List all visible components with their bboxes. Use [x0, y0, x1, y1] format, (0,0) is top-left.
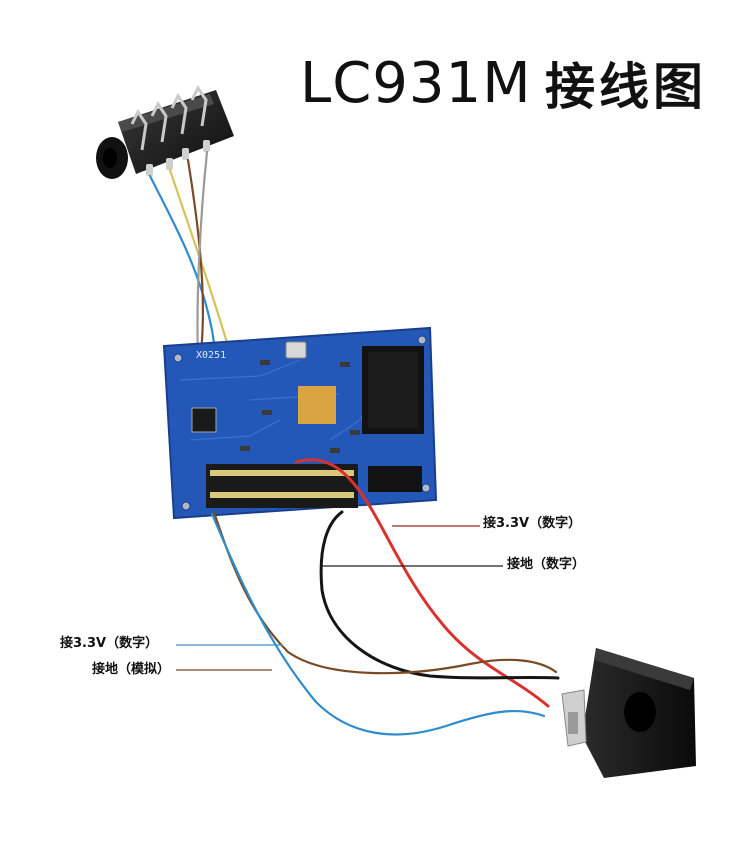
pin-header	[206, 464, 358, 508]
pcb-trace-2	[189, 419, 281, 441]
smd-components	[240, 360, 360, 453]
jack-tab-4	[203, 140, 210, 152]
smd-5	[330, 448, 340, 453]
mount-hole-bottom-left	[181, 501, 191, 511]
callout-leaders	[176, 525, 503, 671]
pcb-trace-1	[179, 359, 301, 381]
dc-power-jack	[561, 648, 696, 778]
mount-hole-top-left	[173, 353, 183, 363]
pin-row-bottom	[210, 492, 354, 498]
wire-black	[319, 510, 560, 680]
pin-header-pins	[210, 470, 354, 498]
jack-top-face	[118, 94, 214, 132]
smd-4	[240, 446, 250, 451]
callout-vcc-digital-left: 接3.3V（数字）	[60, 636, 159, 651]
small-chip	[368, 466, 422, 492]
callout-gnd-digital: 接地（数字）	[507, 557, 586, 572]
jack-tab-1	[146, 164, 153, 176]
jack-solder-tabs	[146, 140, 210, 176]
smd-6	[350, 430, 360, 435]
wire-brown	[212, 510, 558, 675]
mount-hole-bottom-right	[421, 483, 431, 493]
callout-vcc-digital-top: 接3.3V（数字）	[483, 516, 582, 531]
smd-2	[340, 362, 350, 367]
jack-tab-2	[166, 158, 173, 170]
jack-contact-3	[170, 93, 188, 135]
jack-tab-3	[182, 148, 189, 160]
pcb-mount-holes	[173, 335, 431, 511]
smd-3	[262, 410, 272, 415]
dc-jack-top-face	[594, 648, 694, 690]
power-wires	[210, 458, 560, 736]
mount-hole-top-right	[417, 335, 427, 345]
title-model: LC931M	[300, 51, 532, 116]
wire-red	[294, 458, 550, 708]
qfn-chip	[191, 407, 217, 433]
dc-jack-lug-slot	[568, 712, 578, 734]
large-chip	[362, 346, 424, 434]
pcb-silk-text: X0251	[196, 350, 226, 361]
title-suffix: 接线图	[545, 57, 707, 116]
jack-contact-1	[130, 109, 148, 151]
dc-jack-bore	[624, 692, 656, 732]
jack-bore	[103, 148, 117, 168]
audio-jack	[96, 85, 234, 179]
large-chip-face	[368, 352, 418, 428]
pcb-module: X0251	[162, 326, 438, 520]
crystal	[285, 341, 307, 359]
jack-contact-4	[190, 85, 208, 127]
gold-pad	[298, 386, 336, 424]
smd-1	[260, 360, 270, 365]
wire-blue	[210, 512, 546, 736]
jack-contacts	[130, 85, 208, 151]
callout-gnd-analog: 接地（模拟）	[92, 662, 171, 677]
jack-contact-2	[150, 101, 168, 143]
pin-row-top	[210, 470, 354, 476]
